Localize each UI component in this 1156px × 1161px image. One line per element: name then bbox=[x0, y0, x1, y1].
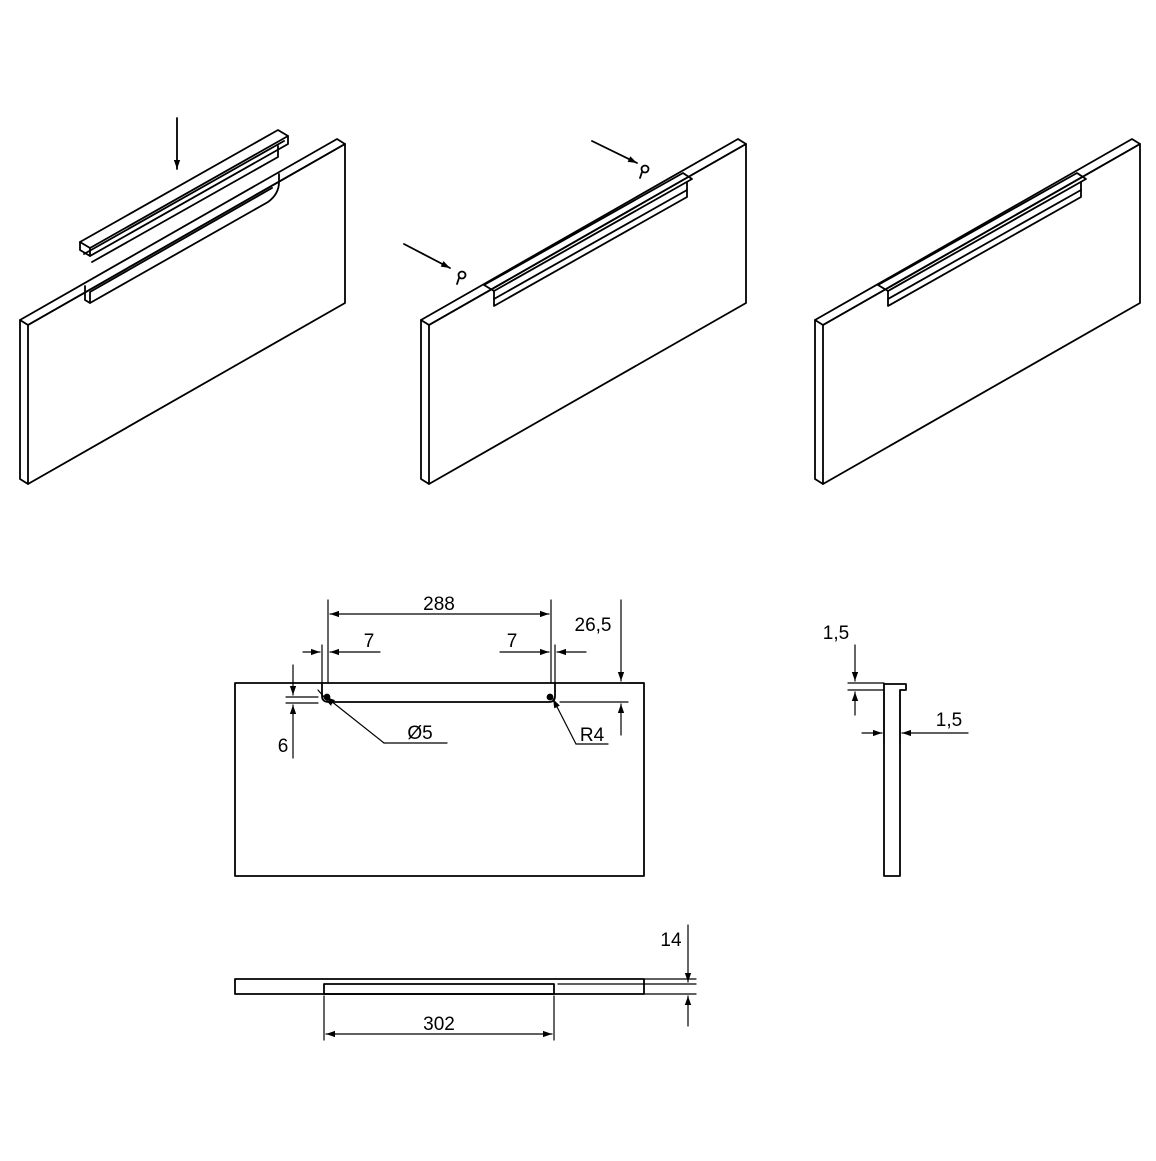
handle-groove bbox=[84, 173, 280, 304]
front-dimension-lines bbox=[285, 599, 645, 759]
handle-profile bbox=[79, 129, 289, 263]
dim-right-offset: 7 bbox=[507, 631, 518, 652]
screw-left bbox=[456, 270, 467, 285]
step-2-screw-fixing bbox=[403, 138, 747, 485]
top-view-slot bbox=[323, 983, 555, 995]
dimension-labels: 288 7 7 26,5 6 Ø5 R4 1,5 1,5 14 302 bbox=[278, 594, 963, 1035]
dim-slot-height: 6 bbox=[278, 736, 289, 757]
dim-hole-diameter: Ø5 bbox=[407, 723, 432, 744]
handle-profile bbox=[877, 172, 1087, 307]
screw-right bbox=[639, 164, 650, 179]
screw-arrow-right bbox=[591, 140, 638, 164]
handle-profile bbox=[483, 172, 693, 307]
dim-profile-top: 1,5 bbox=[823, 623, 849, 644]
profile-dimension-lines bbox=[847, 644, 969, 744]
top-view bbox=[234, 978, 645, 995]
front-view bbox=[234, 682, 645, 877]
step-3-assembled bbox=[814, 138, 1141, 485]
front-board-outline bbox=[234, 682, 645, 877]
dim-slot-length: 302 bbox=[423, 1014, 455, 1035]
dim-board-thickness: 14 bbox=[660, 930, 682, 951]
dim-profile-wall: 1,5 bbox=[936, 710, 962, 731]
dim-left-offset: 7 bbox=[364, 631, 375, 652]
dim-top-depth: 26,5 bbox=[575, 615, 612, 636]
panel-board bbox=[420, 138, 747, 485]
screw-arrow-left bbox=[403, 243, 451, 269]
panel-board bbox=[814, 138, 1141, 485]
front-handle-slot bbox=[321, 682, 556, 703]
side-profile bbox=[883, 683, 907, 877]
step-1-insert-handle bbox=[19, 117, 346, 485]
dim-corner-radius: R4 bbox=[580, 725, 605, 746]
top-dimension-lines bbox=[323, 924, 697, 1041]
dim-handle-length: 288 bbox=[423, 594, 455, 615]
hole-right bbox=[546, 693, 554, 701]
panel-board bbox=[19, 138, 346, 485]
